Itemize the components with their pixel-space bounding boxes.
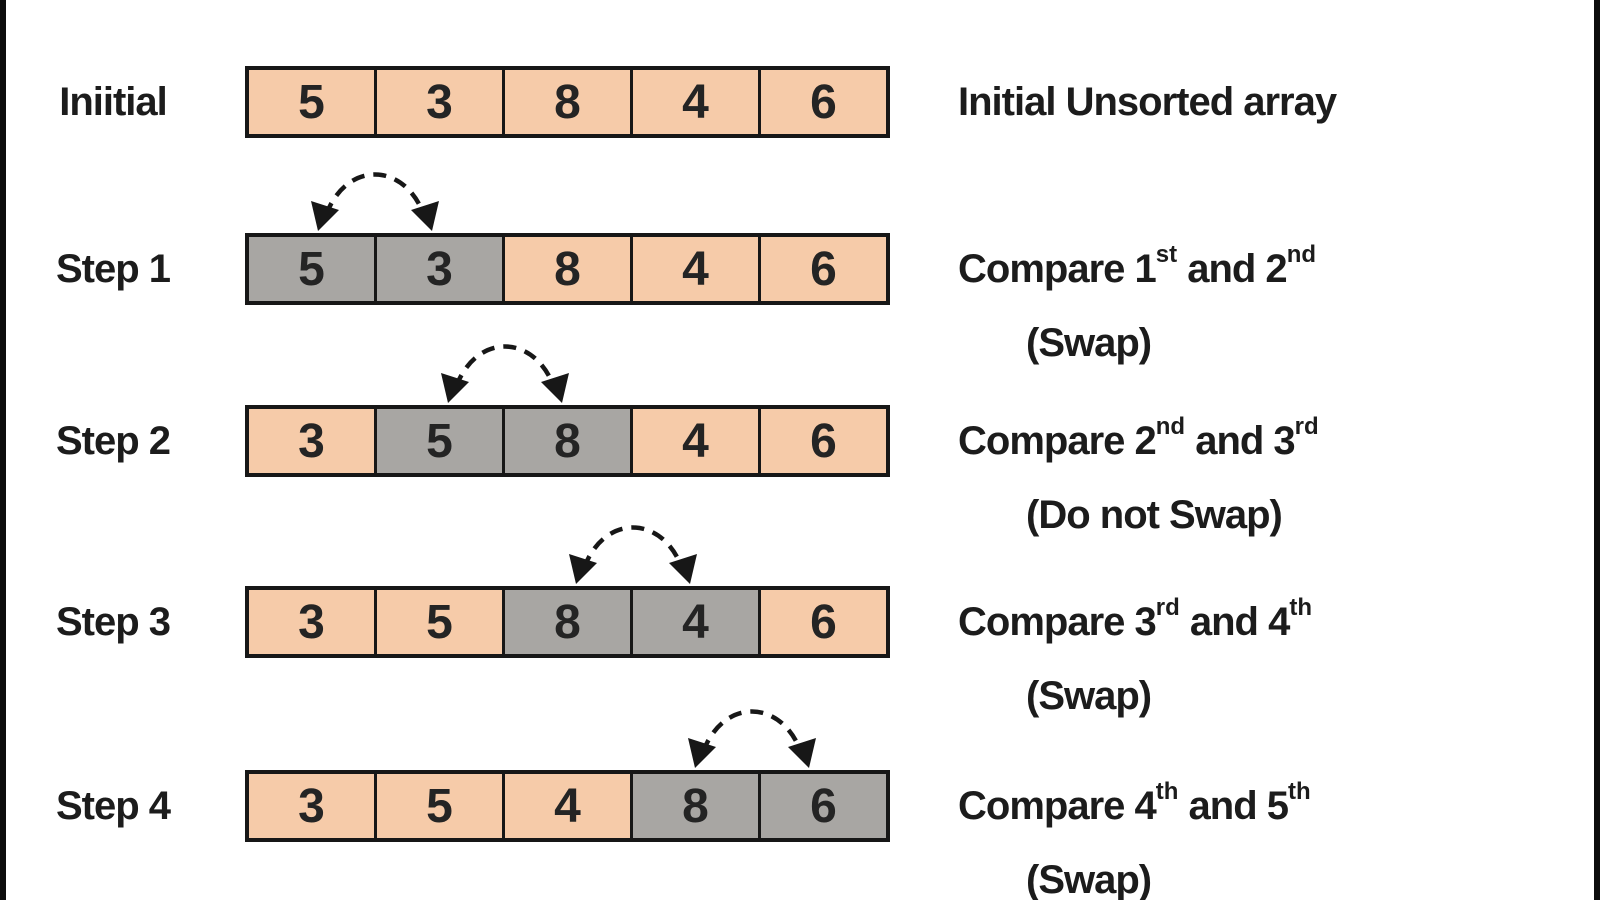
description-text: and 4 bbox=[1179, 599, 1290, 644]
frame-border-left bbox=[0, 0, 6, 900]
array-cell: 3 bbox=[377, 70, 505, 134]
row-label-initial: Iniitial bbox=[59, 79, 168, 124]
array-cell: 3 bbox=[249, 409, 377, 473]
step-description-initial: Initial Unsorted array bbox=[958, 66, 1558, 198]
row-label-step-4: Step 4 bbox=[55, 783, 171, 828]
ordinal-suffix: nd bbox=[1286, 241, 1317, 268]
description-text: Compare 2 bbox=[958, 418, 1157, 463]
step-description-line: Initial Unsorted array bbox=[958, 66, 1558, 138]
array-cell: 3 bbox=[377, 237, 505, 301]
swap-note: (Swap) bbox=[1026, 321, 1152, 365]
ordinal-suffix: th bbox=[1289, 594, 1312, 621]
ordinal-suffix: rd bbox=[1155, 594, 1180, 621]
ordinal-suffix: nd bbox=[1155, 413, 1186, 440]
array-cell: 4 bbox=[505, 774, 633, 838]
array-cell: 5 bbox=[377, 409, 505, 473]
array-cell: 5 bbox=[249, 237, 377, 301]
array-row-step-4: 3 5 4 8 6 bbox=[245, 770, 890, 842]
array-row-step-2: 3 5 8 4 6 bbox=[245, 405, 890, 477]
frame-border-right bbox=[1594, 0, 1600, 900]
swap-arrow-icon bbox=[441, 344, 569, 403]
row-label-step-2: Step 2 bbox=[55, 418, 171, 463]
array-cell: 3 bbox=[249, 590, 377, 654]
swap-arrow-icon bbox=[688, 709, 816, 768]
array-cell: 5 bbox=[377, 590, 505, 654]
description-text: Initial Unsorted array bbox=[958, 79, 1337, 124]
ordinal-suffix: rd bbox=[1294, 413, 1319, 440]
array-cell: 6 bbox=[761, 70, 886, 134]
array-cell: 4 bbox=[633, 409, 761, 473]
swap-note: (Swap) bbox=[1026, 674, 1152, 718]
array-cell: 6 bbox=[761, 237, 886, 301]
row-label-step-3: Step 3 bbox=[55, 599, 171, 644]
swap-note bbox=[958, 154, 1558, 198]
array-cell: 4 bbox=[633, 590, 761, 654]
ordinal-suffix: th bbox=[1288, 778, 1311, 805]
array-cell: 4 bbox=[633, 70, 761, 134]
ordinal-suffix: st bbox=[1155, 241, 1178, 268]
array-cell: 6 bbox=[761, 590, 886, 654]
array-row-initial: 5 3 8 4 6 bbox=[245, 66, 890, 138]
swap-note: (Do not Swap) bbox=[1026, 493, 1283, 537]
array-cell: 5 bbox=[377, 774, 505, 838]
array-row-step-3: 3 5 8 4 6 bbox=[245, 586, 890, 658]
description-text: Compare 4 bbox=[958, 783, 1157, 828]
description-text: and 5 bbox=[1178, 783, 1289, 828]
array-cell: 3 bbox=[249, 774, 377, 838]
description-text: Compare 3 bbox=[958, 599, 1157, 644]
description-text: and 3 bbox=[1185, 418, 1295, 463]
array-cell: 8 bbox=[505, 237, 633, 301]
array-cell: 5 bbox=[249, 70, 377, 134]
swap-note: (Swap) bbox=[1026, 858, 1152, 900]
array-cell: 6 bbox=[761, 774, 886, 838]
array-cell: 4 bbox=[633, 237, 761, 301]
description-text: Compare 1 bbox=[958, 246, 1157, 291]
swap-arrow-icon bbox=[311, 172, 439, 231]
array-cell: 6 bbox=[761, 409, 886, 473]
description-text: and 2 bbox=[1177, 246, 1287, 291]
array-cell: 8 bbox=[505, 409, 633, 473]
array-row-step-1: 5 3 8 4 6 bbox=[245, 233, 890, 305]
array-cell: 8 bbox=[505, 590, 633, 654]
swap-arrow-icon bbox=[569, 525, 697, 584]
ordinal-suffix: th bbox=[1155, 778, 1179, 805]
array-cell: 8 bbox=[505, 70, 633, 134]
row-label-step-1: Step 1 bbox=[55, 246, 171, 291]
array-cell: 8 bbox=[633, 774, 761, 838]
